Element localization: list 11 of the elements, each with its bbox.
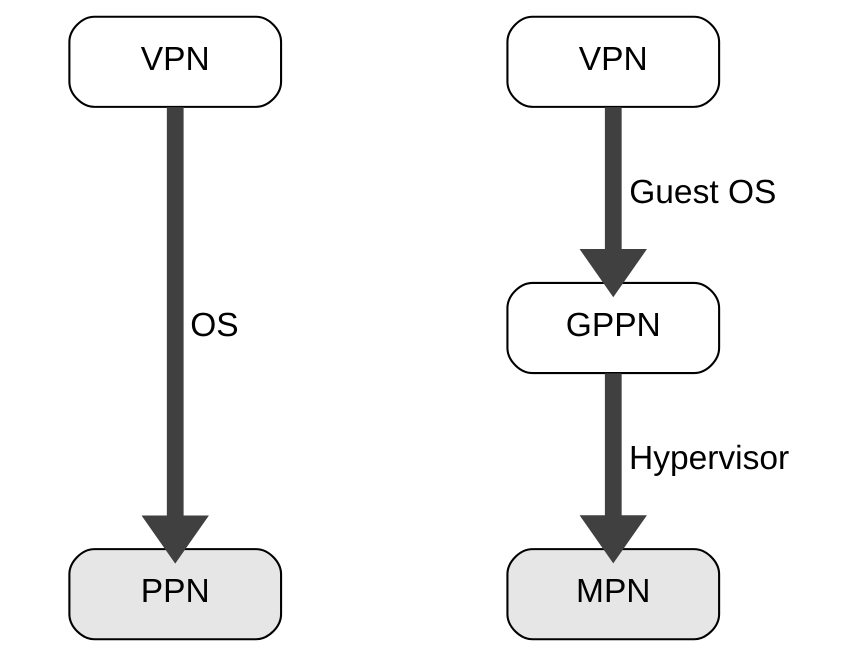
node-box: MPN <box>506 548 720 640</box>
edge-label: Hypervisor <box>628 440 789 478</box>
arrow <box>579 373 646 564</box>
node-box: PPN <box>68 548 282 640</box>
edge-label: OS <box>190 306 238 344</box>
node-box: VPN <box>506 16 720 108</box>
node-box: GPPN <box>506 282 720 374</box>
arrow <box>579 107 646 298</box>
edge-label: Guest OS <box>628 174 776 211</box>
node-box: VPN <box>68 16 282 108</box>
arrow <box>141 107 208 564</box>
